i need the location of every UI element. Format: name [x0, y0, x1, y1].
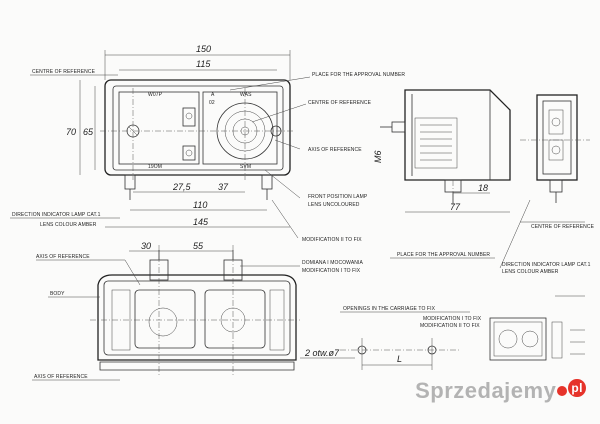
dim-18: 18 — [478, 183, 488, 193]
dim-27-5: 27,5 — [172, 182, 192, 192]
small-right-detail — [489, 295, 585, 361]
watermark-dot-icon — [557, 386, 568, 396]
watermark-brand: Sprzedajemy — [415, 378, 557, 403]
watermark: Sprzedajemy pl — [415, 378, 586, 404]
front-view: W07P A WAS 02 19OM SVM — [100, 79, 295, 200]
label-direction-indicator-right: DIRECTION INDICATOR LAMP CAT.1 — [502, 262, 591, 268]
label-domiana-mocowania: DOMIANA I MOCOWANIA — [302, 260, 363, 266]
dim-150: 150 — [196, 44, 211, 54]
dim-115: 115 — [196, 59, 211, 69]
label-mod1-fix-b: MODIFICATION II TO FIX — [420, 323, 480, 329]
dim-77: 77 — [450, 202, 461, 212]
right-labels: PLACE FOR THE APPROVAL NUMBER DIRECTION … — [390, 199, 591, 275]
lens-code-19om: 19OM — [148, 164, 162, 170]
label-axis-of-reference-1: AXIS OF REFERENCE — [308, 147, 362, 153]
label-centre-of-reference-1: CENTRE OF REFERENCE — [32, 69, 96, 75]
dim-37: 37 — [218, 182, 229, 192]
dim-110: 110 — [193, 200, 207, 210]
lens-code-w07p: W07P — [148, 92, 163, 98]
lens-code-was: WAS — [240, 92, 252, 98]
dim-65: 65 — [83, 127, 94, 137]
bottom-section-labels: AXIS OF REFERENCE BODY AXIS OF REFERENCE… — [32, 254, 363, 381]
dim-m6: M6 — [373, 150, 383, 163]
front-view-dimensions: 150 115 70 65 27,5 37 110 145 — [66, 44, 291, 228]
right-section-view: CENTRE OF REFERENCE — [520, 94, 595, 230]
label-openings: OPENINGS IN THE CARRIAGE TO FIX — [343, 306, 436, 312]
label-lens-colour-amber-left: LENS COLOUR AMBER — [40, 222, 97, 228]
label-axis-of-reference-3: AXIS OF REFERENCE — [34, 374, 88, 380]
label-centre-of-reference-3: CENTRE OF REFERENCE — [531, 224, 595, 230]
dim-holes: 2 otw.ø7 — [304, 348, 340, 358]
dim-145: 145 — [193, 217, 209, 227]
dim-L: L — [397, 354, 402, 364]
watermark-tld: pl — [568, 379, 586, 397]
lens-code-02: 02 — [209, 100, 215, 106]
label-centre-of-reference-2: CENTRE OF REFERENCE — [308, 100, 372, 106]
label-approval-place-1: PLACE FOR THE APPROVAL NUMBER — [312, 72, 405, 78]
label-modification-1: MODIFICATION I TO FIX — [302, 268, 361, 274]
label-mod1-fix-a: MODIFICATION I TO FIX — [423, 316, 482, 322]
dim-30: 30 — [141, 241, 151, 251]
lens-code-svm: SVM — [240, 164, 251, 170]
label-modification-2: MODIFICATION II TO FIX — [302, 237, 362, 243]
bottom-section-view: 30 55 — [90, 241, 300, 375]
lens-code-a: A — [211, 92, 215, 98]
label-direction-indicator-left: DIRECTION INDICATOR LAMP CAT.1 — [12, 212, 101, 218]
dim-55: 55 — [193, 241, 204, 251]
label-axis-of-reference-2: AXIS OF REFERENCE — [36, 254, 90, 260]
label-front-position-lamp: FRONT POSITION LAMP — [308, 194, 368, 200]
label-approval-place-2: PLACE FOR THE APPROVAL NUMBER — [397, 252, 490, 258]
front-view-labels: CENTRE OF REFERENCE PLACE FOR THE APPROV… — [10, 69, 405, 243]
label-body: BODY — [50, 291, 65, 297]
openings-detail: OPENINGS IN THE CARRIAGE TO FIX MODIFICA… — [300, 306, 482, 370]
label-lens-colour-amber-right: LENS COLOUR AMBER — [502, 269, 559, 275]
label-lens-uncoloured: LENS UNCOLOURED — [308, 202, 360, 208]
side-view: 77 18 M6 — [373, 89, 511, 213]
dim-70: 70 — [66, 127, 76, 137]
